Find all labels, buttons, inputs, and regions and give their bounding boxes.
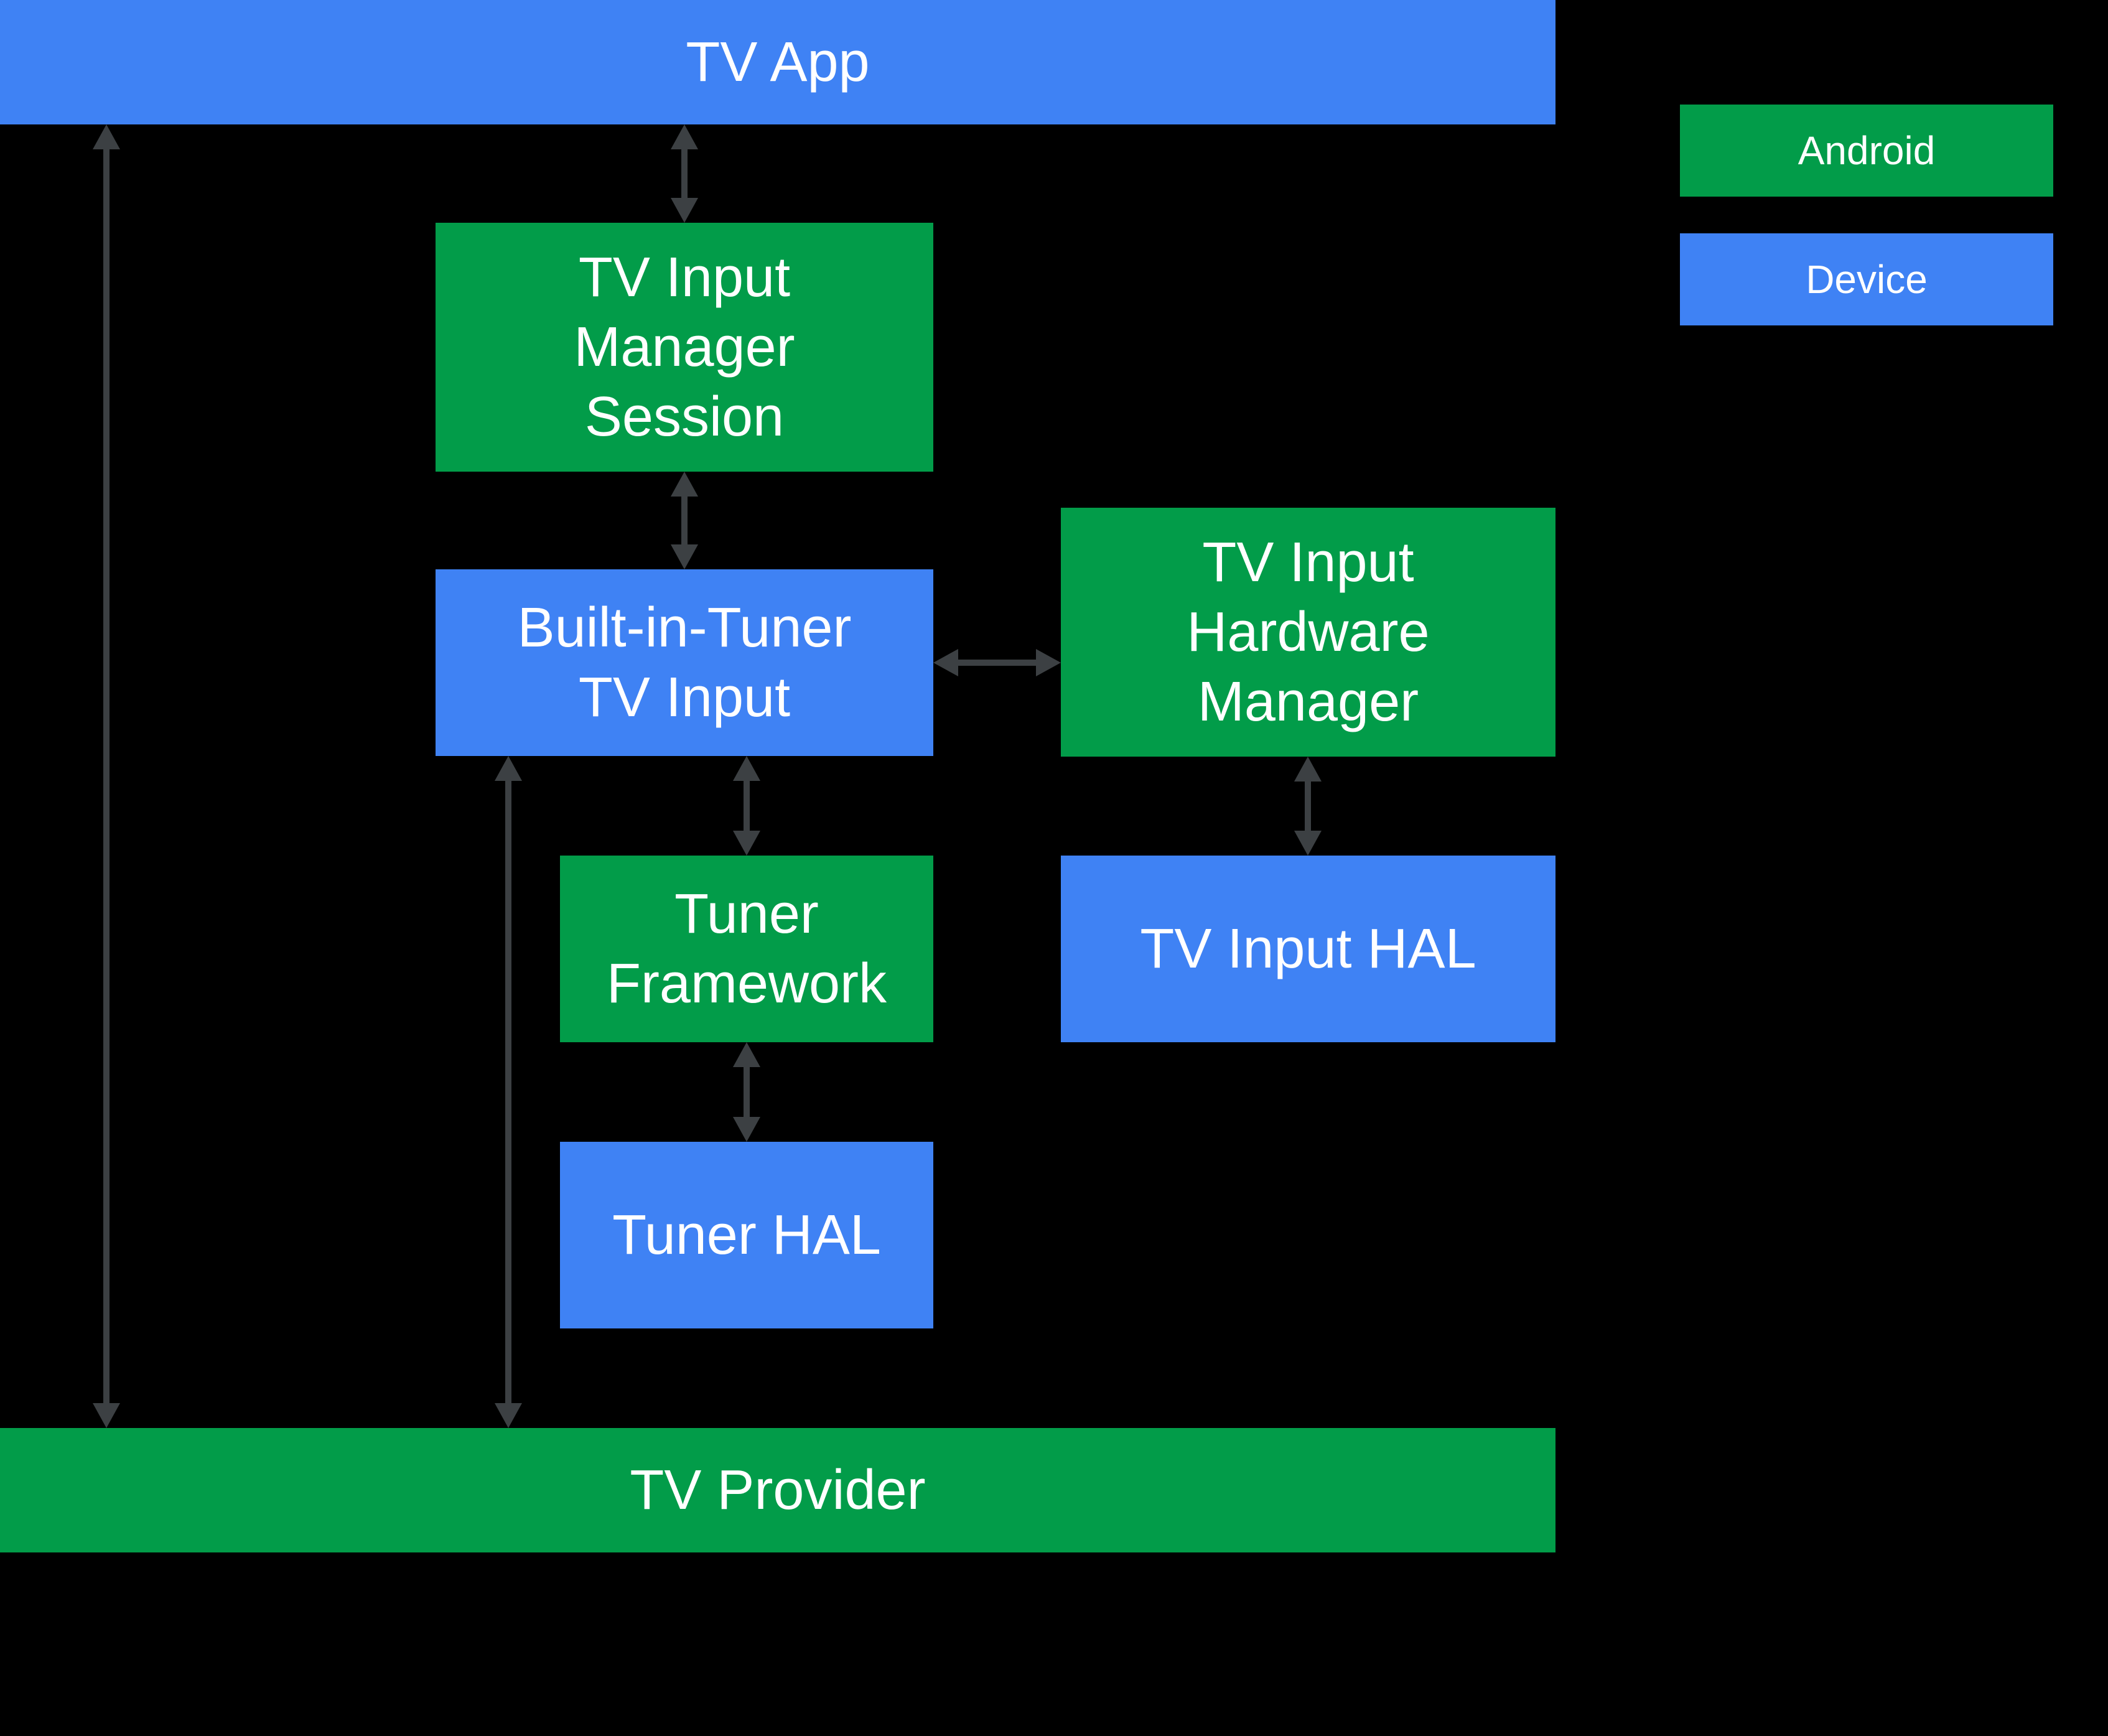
arrow-stem [505, 775, 511, 1409]
arrow-head-right-icon [1036, 649, 1061, 676]
box-tv-input-hardware-manager: TV Input Hardware Manager [1061, 508, 1555, 757]
box-built-in-tuner-tv-input-label: Built-in-Tuner TV Input [517, 597, 852, 729]
arrow-built-in-tuner-tv-input-to-tuner-framework [733, 756, 760, 856]
legend-android-label: Android [1798, 128, 1936, 173]
arrow-tv-input-manager-session-to-built-in-tuner-tv-input [671, 472, 698, 569]
box-tuner-hal: Tuner HAL [560, 1142, 933, 1328]
arrow-built-in-tuner-tv-input-to-tv-provider [495, 756, 522, 1428]
box-tv-input-manager-session-label: TV Input Manager Session [574, 246, 795, 448]
box-tv-app: TV App [0, 0, 1555, 124]
box-tv-input-hal-label: TV Input HAL [1140, 918, 1476, 980]
legend-device: Device [1680, 233, 2053, 325]
box-tv-provider: TV Provider [0, 1428, 1555, 1552]
arrow-tv-app-to-tv-input-manager-session [671, 124, 698, 223]
box-tv-input-hal: TV Input HAL [1061, 856, 1555, 1042]
legend-android: Android [1680, 105, 2053, 197]
arrow-stem [103, 143, 110, 1409]
arrow-tuner-framework-to-tuner-hal [733, 1042, 760, 1142]
arrow-head-down-icon [93, 1403, 120, 1428]
arrow-tv-input-hardware-manager-to-tv-input-hal [1294, 757, 1322, 856]
box-tuner-hal-label: Tuner HAL [612, 1204, 881, 1266]
arrow-head-down-icon [733, 1117, 760, 1142]
arrow-head-down-icon [495, 1403, 522, 1428]
arrow-stem [744, 775, 750, 837]
box-tv-app-label: TV App [686, 31, 870, 93]
box-built-in-tuner-tv-input: Built-in-Tuner TV Input [436, 569, 933, 756]
box-tv-provider-label: TV Provider [630, 1459, 926, 1521]
arrow-head-down-icon [733, 831, 760, 856]
arrow-built-in-tuner-tv-input-to-tv-input-hardware-manager [933, 649, 1061, 676]
box-tv-input-hardware-manager-label: TV Input Hardware Manager [1187, 531, 1430, 733]
arrow-stem [681, 143, 688, 204]
arrow-stem [681, 490, 688, 551]
box-tv-input-manager-session: TV Input Manager Session [436, 223, 933, 472]
arrow-head-down-icon [1294, 831, 1322, 856]
arrow-head-down-icon [671, 544, 698, 569]
arrow-stem [1305, 775, 1311, 837]
arrow-stem [744, 1061, 750, 1123]
arrow-stem [952, 660, 1042, 666]
legend-device-label: Device [1806, 257, 1928, 302]
arrow-tv-app-to-tv-provider [93, 124, 120, 1428]
arrow-head-down-icon [671, 198, 698, 223]
box-tuner-framework-label: Tuner Framework [606, 883, 887, 1015]
box-tuner-framework: Tuner Framework [560, 856, 933, 1042]
